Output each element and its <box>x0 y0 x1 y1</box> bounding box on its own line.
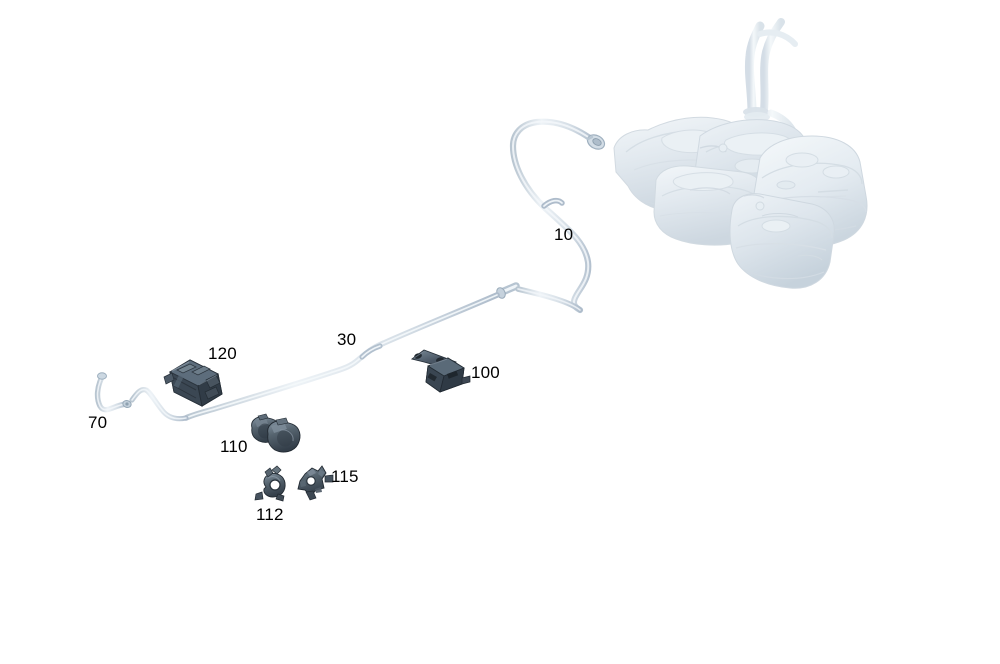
part-112-single-line-clip <box>254 465 286 502</box>
fuel-tank-assembly <box>613 18 868 289</box>
part-110-double-line-clip <box>251 413 301 453</box>
callout-30: 30 <box>337 330 357 349</box>
callout-110: 110 <box>220 437 248 456</box>
callout-112: 112 <box>256 505 284 524</box>
callout-100: 100 <box>471 363 500 382</box>
callout-120: 120 <box>208 344 237 363</box>
tank-front-lobe <box>729 193 835 289</box>
part-70-fuel-hose-short-curved <box>94 372 132 413</box>
part-120-fuel-filter-valve-block <box>163 359 223 407</box>
part-115-star-retainer-clip <box>297 465 334 501</box>
part-10-fuel-feed-line-upper <box>496 118 606 314</box>
filler-neck-pipe <box>741 18 800 182</box>
quick-connect-fitting <box>586 134 606 150</box>
callout-10: 10 <box>554 225 574 244</box>
callout-115: 115 <box>331 467 359 486</box>
part-30-fuel-line-main-run <box>129 292 500 422</box>
part-100-line-mounting-bracket <box>410 349 471 393</box>
callout-70: 70 <box>88 413 108 432</box>
